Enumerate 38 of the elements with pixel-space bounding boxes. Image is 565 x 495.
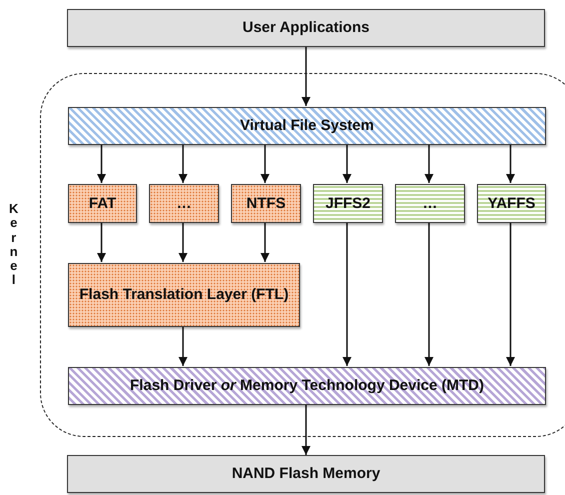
filesystem-box (395, 184, 465, 223)
arrow (178, 222, 188, 262)
arrow (260, 144, 270, 183)
box-label: Virtual File System (240, 116, 374, 136)
box-label: User Applications (242, 18, 370, 38)
layer-box (68, 263, 300, 327)
arrow (342, 144, 352, 183)
arrow (506, 144, 515, 183)
filesystem-box (68, 184, 137, 223)
region-heading: Kernel (9, 202, 18, 288)
arrow (302, 47, 310, 106)
layer-box (67, 455, 545, 493)
box-label: … (176, 194, 192, 214)
box-label: FAT (88, 194, 116, 214)
layer-box (67, 9, 545, 47)
box-label: Flash Driver or Memory Technology Device (MTD) (130, 376, 484, 396)
layer-box (68, 367, 546, 405)
box-label: JFFS2 (325, 194, 370, 214)
box-label: NAND Flash Memory (232, 464, 380, 484)
arrow (97, 144, 106, 183)
box-label: … (422, 194, 438, 214)
layer-box (68, 107, 546, 145)
arrow (260, 222, 270, 262)
arrow (178, 144, 188, 183)
arrow (424, 222, 434, 366)
arrow (506, 222, 515, 366)
filesystem-box (477, 184, 546, 223)
box-label: NTFS (246, 194, 286, 214)
arrow (97, 222, 106, 262)
box-label: Flash Translation Layer (FTL) (79, 285, 289, 305)
filesystem-box (313, 184, 383, 223)
filesystem-box (149, 184, 219, 223)
box-label: YAFFS (488, 194, 536, 214)
arrow (342, 222, 352, 366)
filesystem-box (231, 184, 301, 223)
arrow (178, 326, 188, 366)
arrow (424, 144, 434, 183)
arrow (302, 404, 310, 455)
